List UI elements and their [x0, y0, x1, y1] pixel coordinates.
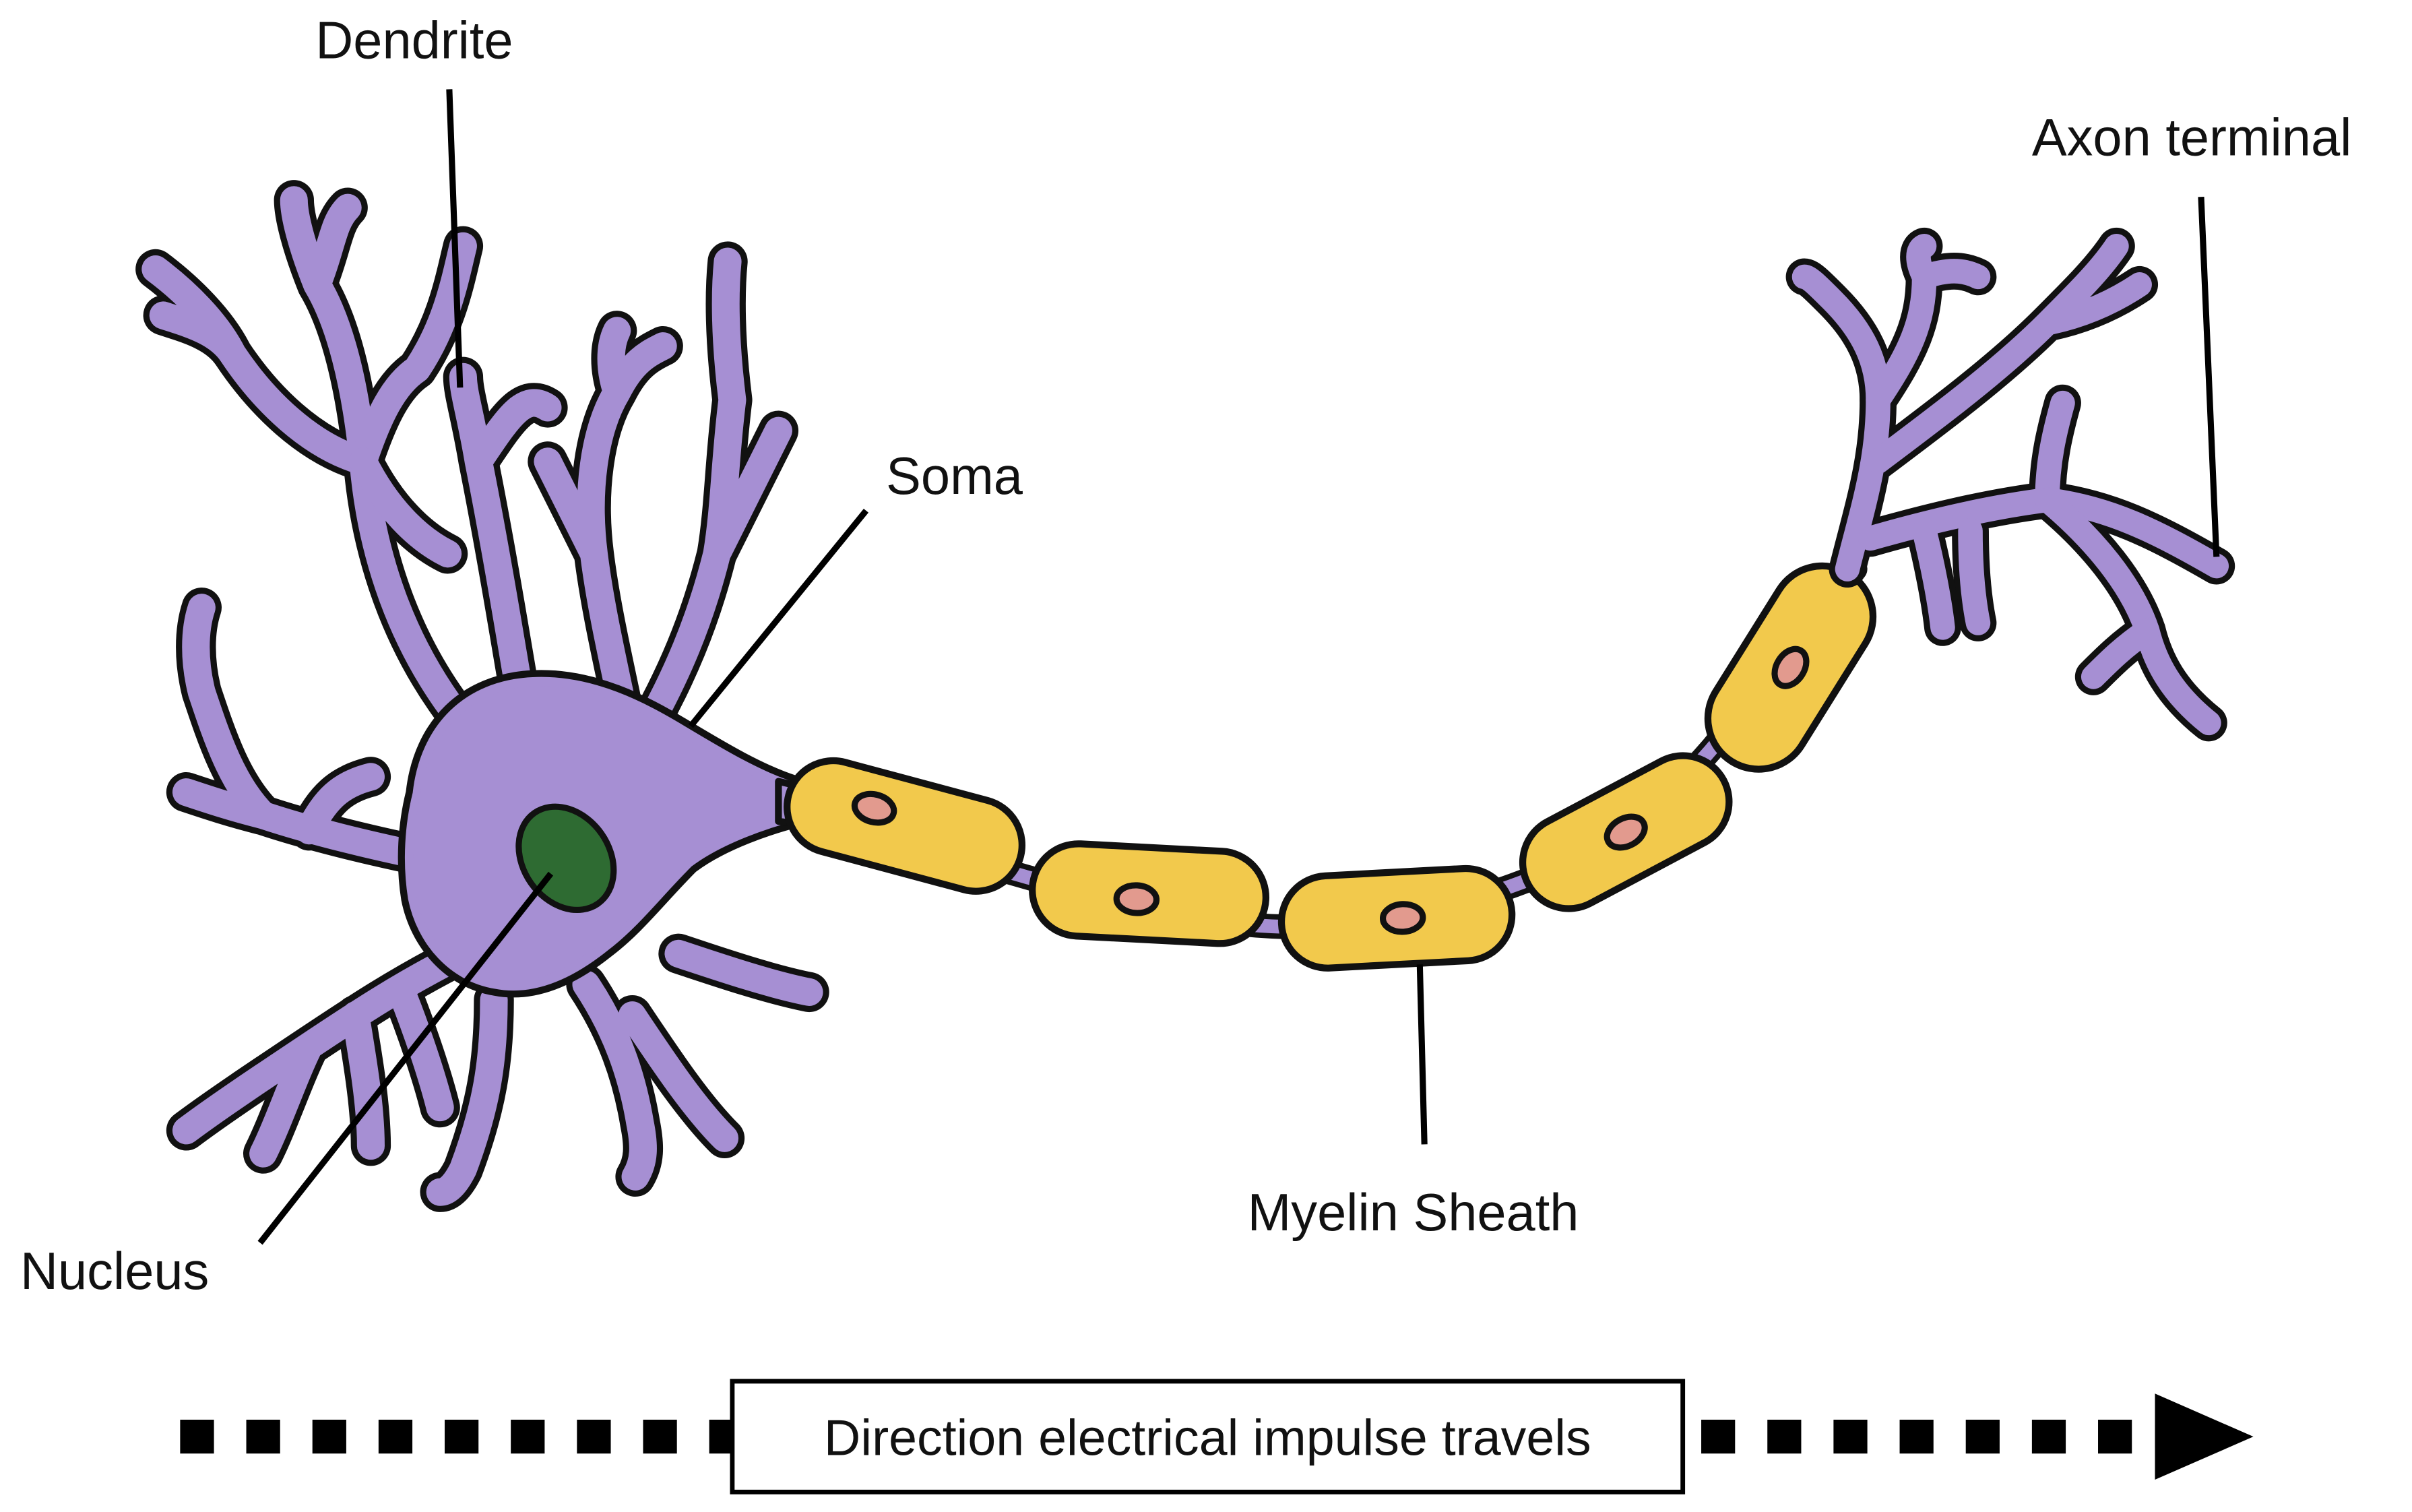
myelin-segment	[784, 757, 1026, 895]
direction-arrow: Direction electrical impulse travels	[180, 1379, 2254, 1494]
direction-label: Direction electrical impulse travels	[824, 1410, 1591, 1466]
direction-label-box	[730, 1379, 1686, 1494]
nucleus-leader	[257, 871, 554, 1245]
myelin-segment	[1519, 752, 1733, 912]
arrow-head-icon	[2155, 1393, 2254, 1480]
myelin-segment	[1277, 864, 1516, 972]
myelin-leader	[1416, 964, 1428, 1145]
neuron-body	[156, 200, 809, 1192]
soma-label: Soma	[886, 447, 1023, 505]
axon-terminal-label: Axon terminal	[2032, 109, 2352, 167]
myelin-segment	[1029, 840, 1270, 947]
nucleus-label: Nucleus	[20, 1242, 209, 1300]
dendrite-label: Dendrite	[315, 12, 513, 70]
axon-terminal-branches	[1785, 227, 2235, 742]
myelin-sheaths	[784, 562, 1877, 972]
soma-leader	[688, 509, 869, 728]
axon-terminal-leader	[2198, 197, 2220, 557]
dendrite-leader	[446, 89, 464, 388]
myelin-segment	[1704, 562, 1877, 773]
myelin-sheath-label: Myelin Sheath	[1248, 1184, 1579, 1242]
